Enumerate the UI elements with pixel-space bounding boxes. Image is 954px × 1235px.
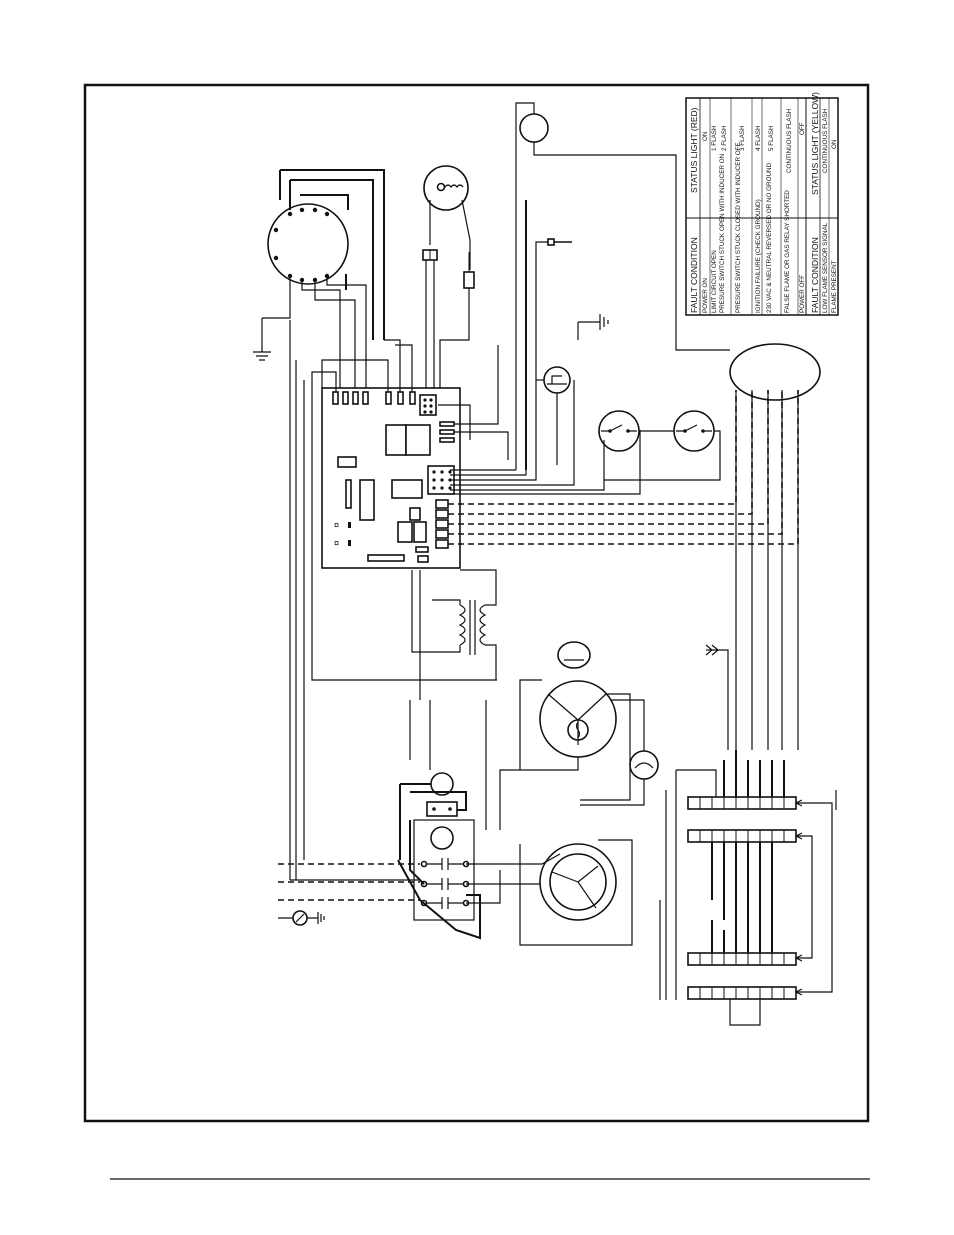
diagram-frame bbox=[83, 83, 870, 1123]
inducer-motor bbox=[423, 165, 469, 211]
ground-symbol-left bbox=[253, 318, 271, 361]
igniter bbox=[519, 113, 549, 143]
flame-sensor bbox=[547, 238, 572, 246]
contactor-coil bbox=[430, 826, 454, 850]
fault-row-condition: LIMIT CIRCUIT OPEN bbox=[711, 250, 718, 313]
fault-row-status: 2 FLASH bbox=[721, 125, 728, 151]
fault-row-status: 4 FLASH bbox=[755, 125, 762, 151]
fault-row-condition: FALSE FLAME OR GAS RELAY SHORTED bbox=[784, 190, 791, 313]
terminal-strip-4 bbox=[687, 986, 797, 1000]
limit-switch-2 bbox=[673, 410, 715, 452]
fault-row-status: ON bbox=[702, 131, 709, 141]
fault-row-status: 3 FLASH bbox=[739, 125, 746, 151]
terminal-block bbox=[426, 801, 458, 817]
table-header-red: STATUS LIGHT (RED) bbox=[689, 107, 699, 193]
fault-row-condition: PRESURE SWITCH STUCK OPEN WITH INDUCER O… bbox=[719, 153, 726, 313]
fault-row-condition: 230 VAC & NEUTRAL REVERSED OR NO GROUND bbox=[766, 162, 773, 313]
gas-valve-plug bbox=[267, 203, 349, 285]
pressure-switch bbox=[543, 366, 571, 394]
ground-symbol-top bbox=[578, 314, 609, 330]
fault-row-condition: FLAME PRESENT bbox=[831, 260, 838, 313]
contactor bbox=[413, 819, 475, 921]
svg-text:¤: ¤ bbox=[334, 538, 339, 548]
fault-row-condition: PRESURE SWITCH STUCK CLOSED WITH INDUCER… bbox=[735, 142, 742, 313]
transformer bbox=[458, 600, 487, 655]
connector-plug-2 bbox=[463, 252, 475, 289]
condenser-fan-motor bbox=[539, 843, 617, 921]
fault-row-condition: LOW FLAME SENSOR SIGNAL bbox=[822, 222, 829, 313]
terminal-strip-1 bbox=[687, 796, 797, 810]
hot-surface-igniter bbox=[629, 750, 659, 780]
control-board: ¤ ¤ bbox=[321, 387, 461, 569]
connector-plug-1 bbox=[422, 249, 438, 261]
fault-code-table: FAULT CONDITION STATUS LIGHT (RED) POWER… bbox=[685, 92, 839, 316]
terminal-strip-3 bbox=[687, 952, 797, 966]
limit-switch-1 bbox=[598, 410, 640, 452]
terminal-strip-2 bbox=[687, 829, 797, 843]
thermostat-connection bbox=[729, 343, 821, 401]
fault-row-condition: POWER ON bbox=[702, 278, 709, 313]
fault-row-status: 1 FLASH bbox=[711, 125, 718, 151]
table-header-condition: FAULT CONDITION bbox=[689, 237, 699, 313]
table-header-condition-2: FAULT CONDITION bbox=[810, 237, 820, 313]
fault-row-status: CONTINUOUS FLASH bbox=[822, 108, 829, 173]
fault-row-status: ON bbox=[831, 139, 838, 149]
fault-row-status: CONTINUOUS FLASH bbox=[786, 108, 793, 173]
ground-lug bbox=[278, 910, 325, 926]
run-capacitor bbox=[557, 641, 591, 669]
fault-row-status: 5 FLASH bbox=[768, 125, 775, 151]
fault-row-status: OFF bbox=[799, 122, 806, 135]
fault-row-condition: POWER OFF bbox=[799, 275, 806, 313]
fault-row-condition: IGNITION FAILURE (CHECK GROUND) bbox=[755, 199, 762, 313]
table-header-yellow: STATUS LIGHT (YELLOW) bbox=[810, 92, 820, 195]
blower-motor bbox=[539, 680, 617, 758]
svg-text:¤: ¤ bbox=[334, 520, 339, 530]
